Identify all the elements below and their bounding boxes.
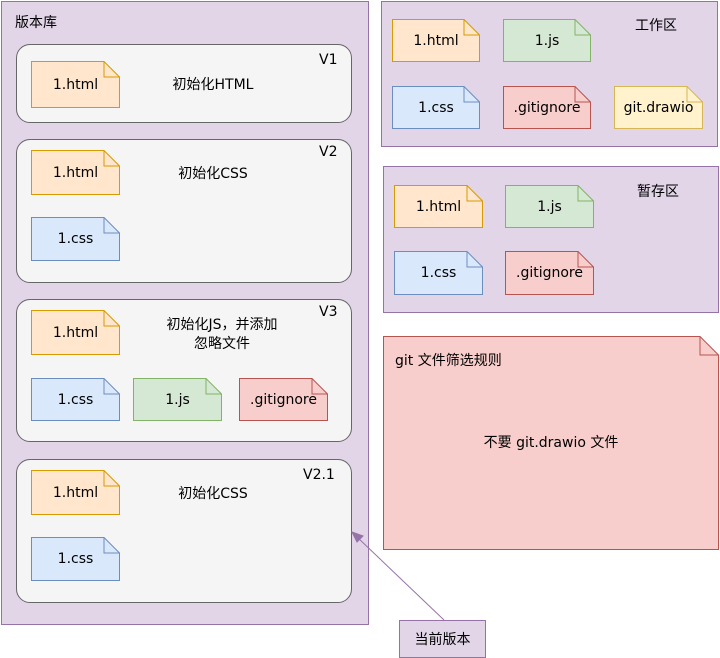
file-icon[interactable]: 1.html — [394, 185, 483, 228]
rule-title: git 文件筛选规则 — [395, 353, 502, 369]
file-icon[interactable]: 1.html — [31, 150, 120, 195]
file-shape — [31, 61, 120, 108]
file-name: 1.html — [52, 324, 99, 341]
file-name: 1.js — [537, 198, 562, 215]
workspace-title: 工作区 — [635, 18, 677, 34]
file-icon[interactable]: 1.js — [133, 378, 222, 421]
file-name: 1.css — [418, 99, 454, 116]
file-icon[interactable]: .gitignore — [503, 86, 591, 129]
file-name: git.drawio — [623, 99, 694, 116]
file-name: 1.html — [52, 76, 99, 93]
file-icon[interactable]: 1.css — [31, 378, 120, 421]
file-shape — [31, 470, 120, 515]
file-shape — [239, 378, 328, 421]
file-name: 1.js — [165, 391, 190, 408]
version-message-v1: 初始化HTML — [172, 77, 254, 93]
current-version-label[interactable]: 当前版本 — [399, 620, 486, 658]
file-name: 1.js — [534, 32, 560, 49]
file-icon[interactable]: 1.css — [392, 86, 480, 129]
file-icon[interactable]: 1.html — [31, 310, 120, 355]
version-message-v2: 初始化CSS — [178, 166, 248, 182]
file-name: .gitignore — [513, 99, 581, 116]
version-tag-v1: V1 — [319, 52, 338, 68]
file-name: 1.css — [57, 231, 94, 247]
file-shape — [614, 86, 703, 129]
file-icon[interactable]: 1.html — [31, 470, 120, 515]
version-tag-v3: V3 — [319, 304, 338, 320]
file-icon[interactable]: 1.html — [31, 61, 120, 108]
file-icon[interactable]: 1.js — [505, 185, 594, 228]
staging-title: 暂存区 — [637, 184, 679, 200]
file-shape — [505, 185, 594, 228]
file-icon[interactable]: 1.html — [392, 19, 480, 62]
file-shape — [503, 19, 591, 62]
file-shape — [31, 310, 120, 355]
file-icon[interactable]: 1.css — [31, 537, 120, 581]
version-tag-v2: V2 — [319, 144, 338, 160]
version-message-v2-1: 初始化CSS — [178, 486, 248, 502]
file-name: 1.html — [52, 484, 99, 501]
version-message-v3-line1: 初始化JS，并添加 — [166, 317, 278, 333]
file-name: 1.html — [415, 198, 462, 215]
file-shape — [392, 86, 480, 129]
file-name: 1.html — [52, 164, 99, 181]
rule-note — [383, 336, 719, 550]
rule-text: 不要 git.drawio 文件 — [483, 435, 619, 451]
file-name: 1.css — [57, 551, 94, 567]
file-shape — [31, 537, 120, 581]
file-icon[interactable]: git.drawio — [614, 86, 703, 129]
file-shape — [31, 217, 120, 261]
file-shape — [503, 86, 591, 129]
file-icon[interactable]: 1.js — [503, 19, 591, 62]
file-name: 1.html — [413, 32, 459, 49]
file-shape — [392, 19, 480, 62]
file-shape — [394, 251, 483, 295]
file-name: 1.css — [57, 391, 94, 408]
file-shape — [505, 251, 594, 295]
note-shape — [383, 336, 719, 550]
version-tag-v2-1: V2.1 — [303, 467, 335, 483]
file-shape — [133, 378, 222, 421]
file-name: 1.css — [420, 265, 457, 281]
repository-title: 版本库 — [15, 15, 57, 31]
file-shape — [394, 185, 483, 228]
file-name: .gitignore — [516, 265, 583, 281]
version-message-v3-line2: 忽略文件 — [194, 336, 250, 352]
file-shape — [31, 378, 120, 421]
file-icon[interactable]: .gitignore — [239, 378, 328, 421]
file-name: .gitignore — [250, 391, 317, 408]
file-shape — [31, 150, 120, 195]
file-icon[interactable]: 1.css — [31, 217, 120, 261]
current-version-text: 当前版本 — [414, 632, 471, 648]
file-icon[interactable]: .gitignore — [505, 251, 594, 295]
file-icon[interactable]: 1.css — [394, 251, 483, 295]
